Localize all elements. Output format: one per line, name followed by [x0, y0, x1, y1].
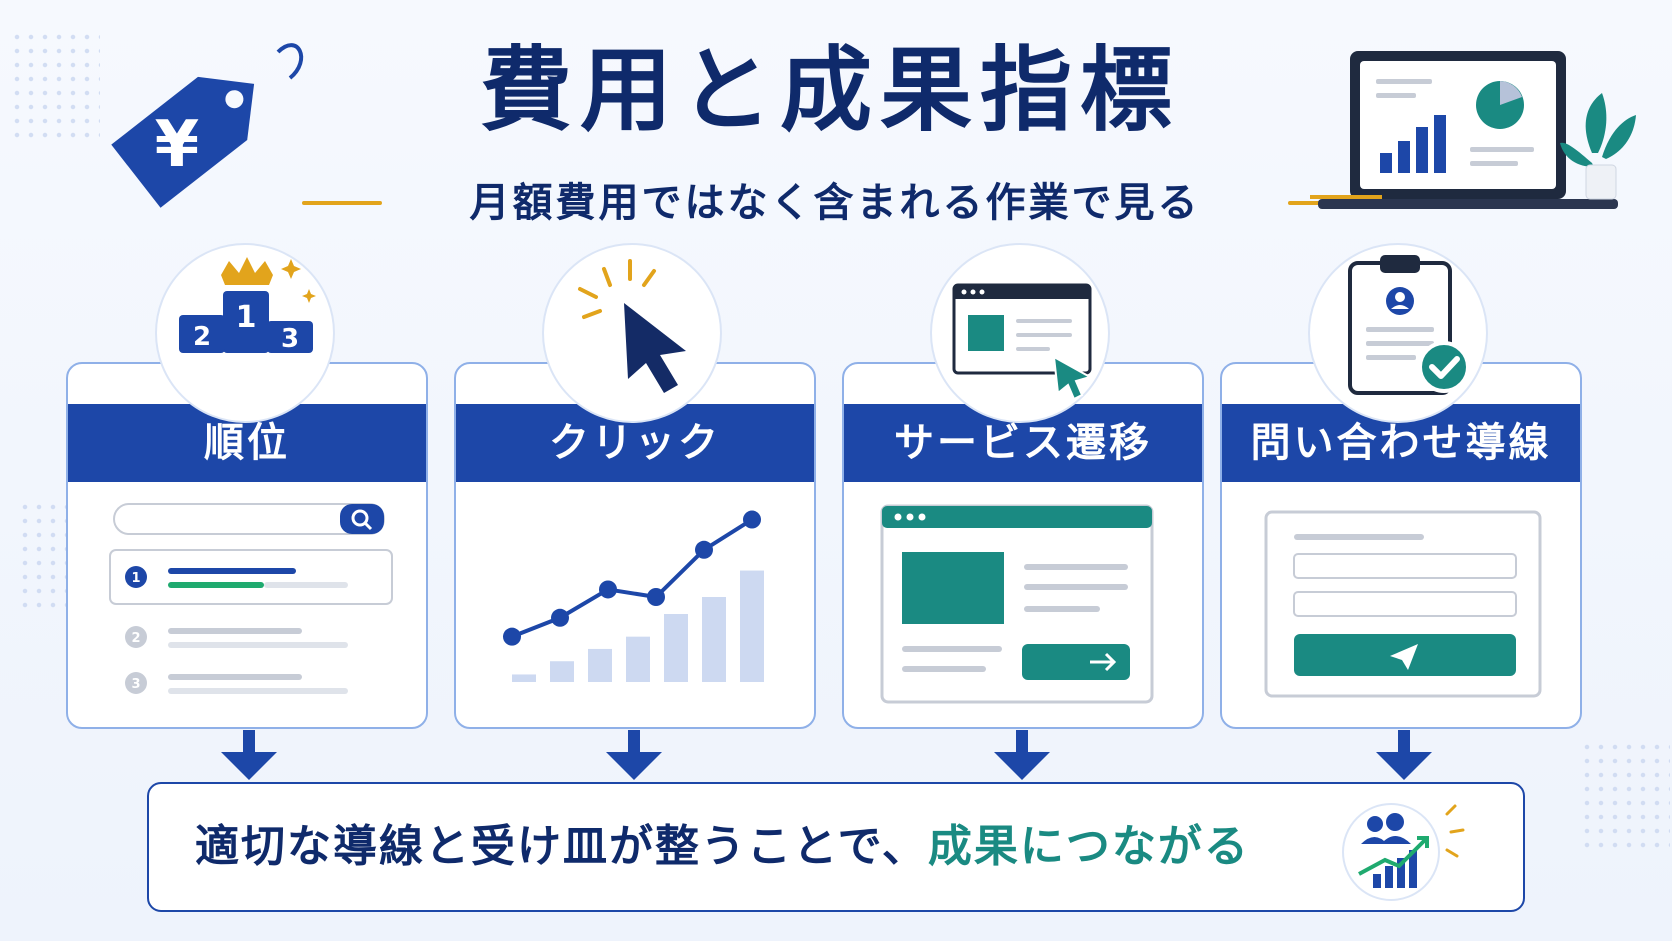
chart-bar: [702, 597, 726, 682]
podium-3: 3: [281, 324, 299, 354]
rank-1-label: 1: [131, 571, 140, 586]
arrow-down-icon: [1376, 730, 1432, 780]
summary-accent: 成果につながる: [927, 821, 1250, 872]
inquiry-icon-circle: [1308, 243, 1488, 423]
contact-form-illustration: [1264, 510, 1542, 698]
arrow-right-icon: [1022, 644, 1130, 680]
arrow-down-icon: [994, 730, 1050, 780]
card-click: クリック: [454, 362, 816, 729]
podium-icon: 2 1 3: [179, 257, 316, 354]
summary-text: 適切な導線と受け皿が整うことで、成果につながる: [195, 784, 1250, 910]
chart-point: [551, 608, 569, 627]
checkmark-icon: [1418, 341, 1470, 393]
chart-bar: [588, 648, 612, 682]
laptop-dashboard-icon: [1310, 51, 1636, 209]
arrow-down-icon: [606, 730, 662, 780]
chart-point: [503, 627, 521, 646]
summary-box: 適切な導線と受け皿が整うことで、成果につながる: [147, 782, 1525, 912]
chart-point: [647, 588, 665, 606]
ranking-icon-circle: 2 1 3: [155, 243, 335, 423]
chart-bar: [626, 636, 650, 682]
chart-bar: [550, 661, 574, 682]
page-title: 費用と成果指標: [479, 37, 1180, 144]
cursor-icon: [578, 259, 686, 393]
chart-point: [599, 580, 617, 599]
browser-click-icon: [952, 283, 1093, 401]
growth-team-icon: [1342, 803, 1465, 901]
search-icon: [340, 504, 384, 534]
arrow-down-icon: [221, 730, 277, 780]
search-ranking-illustration: 1 2 3: [109, 503, 393, 694]
dot-grid-decoration: [10, 30, 100, 140]
rank-3-label: 3: [131, 677, 140, 692]
chart-bar: [664, 614, 688, 682]
service-icon-circle: [930, 243, 1110, 423]
page-subtitle: 月額費用ではなく含まれる作業で見る: [469, 180, 1201, 226]
card-ranking: 順位 1 2 3: [66, 362, 428, 729]
currency-symbol: ¥: [155, 108, 200, 182]
subtitle-rule-left: [302, 201, 382, 205]
chart-point: [695, 540, 713, 559]
summary-main: 適切な導線と受け皿が整うことで、: [195, 821, 928, 872]
rank-2-label: 2: [131, 631, 140, 646]
price-tag-icon: ¥: [111, 43, 304, 208]
podium-1: 1: [236, 300, 257, 335]
chart-bar: [740, 570, 764, 682]
click-growth-chart: [503, 510, 764, 682]
podium-2: 2: [193, 322, 211, 352]
card-service-transition: サービス遷移: [842, 362, 1204, 729]
clipboard-check-icon: [1348, 255, 1470, 395]
subtitle-block: 月額費用ではなく含まれる作業で見る: [290, 178, 1380, 228]
dot-grid-decoration: [1580, 740, 1670, 850]
chart-bar: [512, 674, 536, 682]
click-icon-circle: [542, 243, 722, 423]
webpage-illustration: [880, 504, 1154, 704]
chart-point: [743, 510, 761, 529]
